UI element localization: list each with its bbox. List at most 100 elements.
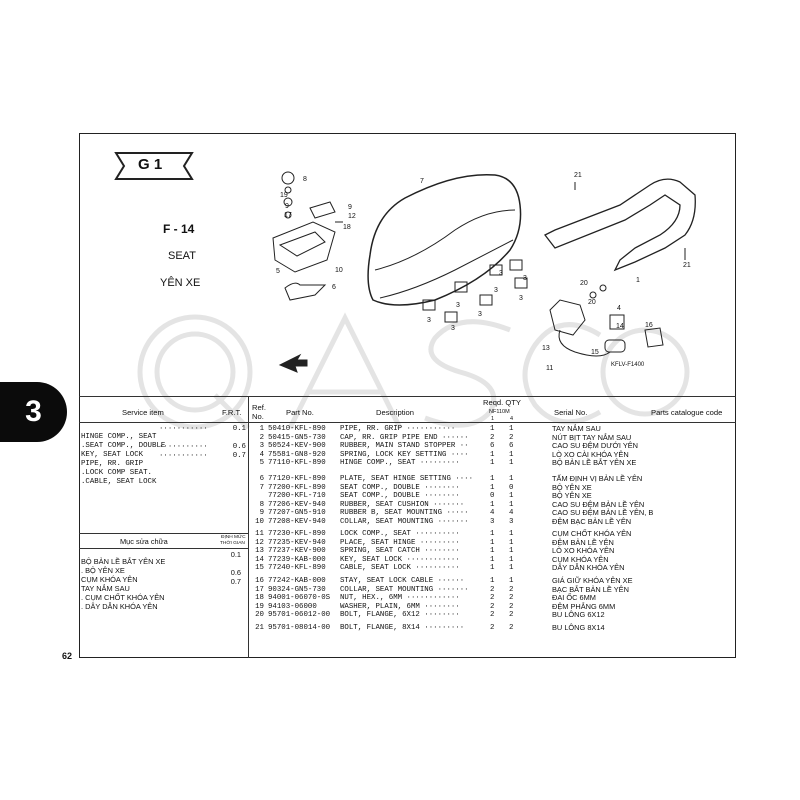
vi-service-frt: 0.1 (230, 550, 241, 559)
qty-col1: 2 (490, 433, 495, 442)
qty-col2: 1 (509, 577, 514, 585)
qty-col1: 1 (490, 450, 495, 459)
vi-service-label: CỤM KHÓA YÊN (81, 575, 138, 584)
callout-1: 1 (636, 277, 640, 284)
callout-8: 8 (303, 176, 307, 183)
callout-20: 20 (588, 299, 596, 306)
vi-service-frt: 0.7 (230, 577, 241, 586)
part-name-vi: CỤM CHỐT KHÓA YÊN (552, 529, 632, 538)
qty-col2: 1 (509, 475, 514, 483)
service-item: .SEAT COMP., DOUBLE (81, 434, 246, 450)
qty-col1: 1 (490, 577, 495, 585)
title-vi: YÊN XE (160, 277, 201, 289)
part-number: 77207-GN5-910 (268, 509, 326, 518)
part-name-vi: TAY NẮM SAU (552, 424, 601, 433)
part-name-vi: CAO SU ĐỆM BẢN LỀ YÊN (552, 499, 645, 509)
part-ref: 3 (259, 442, 264, 451)
part-description: SEAT COMP., DOUBLE ········ (340, 483, 460, 492)
qty-col2: 2 (509, 433, 514, 442)
vi-header-norm-1: ĐỊNH MỨC (221, 535, 246, 540)
header-service-item: Service item (122, 408, 164, 417)
qty-col2: 6 (509, 442, 514, 451)
callout-12: 12 (348, 213, 356, 220)
qty-col1: 1 (490, 538, 495, 547)
qty-col1: 1 (490, 530, 495, 538)
callout-21: 21 (683, 262, 691, 269)
qty-col1: 2 (490, 594, 495, 603)
seat-outline (367, 173, 522, 306)
part-number: 77200-KFL-710 (268, 492, 326, 501)
title-en: SEAT (168, 250, 196, 262)
service-item: .CABLE, SEAT LOCK (81, 470, 246, 486)
qty-col2: 1 (509, 459, 514, 468)
part-ref: 14 (255, 555, 264, 564)
part-ref: 6 (259, 475, 264, 483)
section-tab-number: 3 (25, 395, 42, 428)
callout-9: 9 (348, 204, 352, 211)
part-description: PIPE, RR. GRIP ··········· (340, 425, 456, 433)
part-description: SPRING, LOCK KEY SETTING ···· (340, 450, 469, 459)
part-ref: 12 (255, 538, 264, 547)
qty-col2: 1 (509, 564, 514, 573)
service-item-label: HINGE COMP., SEAT (81, 433, 157, 441)
qty-col2: 1 (509, 425, 514, 433)
callout-20: 20 (580, 280, 588, 287)
callout-13: 13 (542, 345, 550, 352)
vi-header-norm-2: THỜI GIAN (220, 541, 245, 546)
part-number: 50415-GN5-730 (268, 433, 326, 442)
part-description: BOLT, FLANGE, 8X14 ········· (340, 624, 465, 632)
part-name-vi: BU LÔNG 8X14 (552, 623, 605, 632)
page-frame (79, 133, 736, 658)
part-ref: 11 (255, 530, 264, 538)
vi-service-item: . CỤM CHỐT KHÓA YÊN (81, 587, 241, 602)
part-name-vi: DÂY DẪN KHÓA YÊN (552, 563, 625, 573)
part-ref: 1 (259, 425, 264, 433)
part-name-vi: GIÁ GIỮ KHÓA YÊN XE (552, 576, 633, 585)
qty-col2: 3 (509, 518, 514, 526)
part-ref: 7 (259, 483, 264, 492)
part-name-vi: CAO SU ĐỆM BẢN LỀ YÊN, B (552, 508, 654, 518)
part-name-vi: ĐAI ỐC 6MM (552, 593, 596, 603)
service-item-frt: 0.6 (232, 443, 246, 451)
qty-col2: 2 (509, 611, 514, 620)
service-item-frt: 0.1 (232, 425, 246, 433)
figure-code: F - 14 (163, 222, 195, 236)
part-name-vi: ĐỆM BẠC BẢN LỀ YÊN (552, 517, 632, 526)
hinge-bracket (272, 221, 336, 273)
part-name-vi: ĐỆM PHẲNG 6MM (552, 601, 616, 611)
part-name-vi: LÒ XO CÀI KHÓA YÊN (552, 449, 629, 459)
part-description: RUBBER B, SEAT MOUNTING ····· (340, 509, 469, 518)
group-badge (114, 152, 194, 180)
qty-col2: 1 (509, 500, 514, 509)
group-code: G 1 (138, 156, 163, 173)
part-description: STAY, SEAT LOCK CABLE ······ (340, 577, 465, 585)
qty-col2: 2 (509, 602, 514, 611)
part-ref: 10 (255, 518, 264, 526)
callout-3: 3 (499, 270, 503, 277)
part-description: CAP, RR. GRIP PIPE END ······ (340, 433, 469, 442)
callout-3: 3 (478, 311, 482, 318)
callout-3: 3 (451, 325, 455, 332)
callout-18: 18 (343, 224, 351, 231)
grip-pipe (544, 178, 696, 272)
service-item: KEY, SEAT LOCK···········0.6 (81, 443, 246, 459)
callout-5: 5 (276, 268, 280, 275)
part-ref: 21 (255, 624, 264, 632)
callout-10: 10 (335, 267, 343, 274)
qty-col1: 2 (490, 624, 495, 632)
part-number: 95701-08014-00 (268, 624, 331, 632)
callout-3: 3 (427, 317, 431, 324)
service-item: HINGE COMP., SEAT···········0.1 (81, 425, 246, 441)
part-number: 94001-06070-0S (268, 594, 331, 603)
qty-col1: 0 (490, 492, 495, 501)
